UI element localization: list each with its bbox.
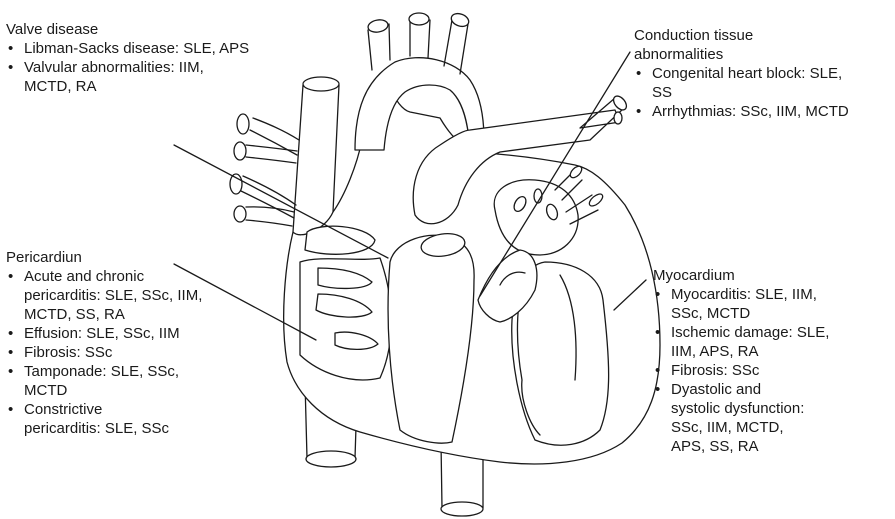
conduction-section: Conduction tissue abnormalities Congenit… xyxy=(634,26,892,121)
valve-disease-title: Valve disease xyxy=(6,20,286,39)
left-carotid-artery xyxy=(410,20,430,58)
pericardium-title: Pericardiun xyxy=(6,248,226,267)
superior-vena-cava xyxy=(293,85,339,232)
pulmonary-vein-upper xyxy=(250,118,299,155)
conduction-title: Conduction tissue abnormalities xyxy=(634,26,814,64)
conduction-item: Congenital heart block: SLE, SS xyxy=(634,64,852,102)
myocardium-item: Fibrosis: SSc xyxy=(653,361,823,380)
valve-item: Libman-Sacks disease: SLE, APS xyxy=(6,39,279,58)
superior-vena-cava-opening xyxy=(303,77,339,91)
myocardium-title: Myocardium xyxy=(653,266,823,285)
pericardium-section: Pericardiun Acute and chronic pericardit… xyxy=(6,248,226,438)
descending-aorta-opening xyxy=(441,502,483,516)
pulmonary-vein-mid xyxy=(246,145,297,163)
myocardium-item: Ischemic damage: SLE, IIM, APS, RA xyxy=(653,323,841,361)
pericardium-item: Acute and chronic pericarditis: SLE, SSc… xyxy=(6,267,204,324)
pericardium-item: Constrictive pericarditis: SLE, SSc xyxy=(6,400,174,438)
pericardium-item: Fibrosis: SSc xyxy=(6,343,226,362)
myocardium-item: Myocarditis: SLE, IIM, SSc, MCTD xyxy=(653,285,831,323)
myocardium-item: Dyastolic and systolic dysfunction: SSc,… xyxy=(653,380,811,456)
pericardium-item: Tamponade: SLE, SSc, MCTD xyxy=(6,362,184,400)
myocardium-section: Myocardium Myocarditis: SLE, IIM, SSc, M… xyxy=(653,266,823,456)
inferior-vena-cava-opening xyxy=(306,451,356,467)
valve-item: Valvular abnormalities: IIM, MCTD, RA xyxy=(6,58,249,96)
pericardium-item: Effusion: SLE, SSc, IIM xyxy=(6,324,194,343)
conduction-item: Arrhythmias: SSc, IIM, MCTD xyxy=(634,102,892,121)
valve-disease-section: Valve disease Libman-Sacks disease: SLE,… xyxy=(6,20,286,96)
pulmonary-vein-lower xyxy=(241,176,296,218)
